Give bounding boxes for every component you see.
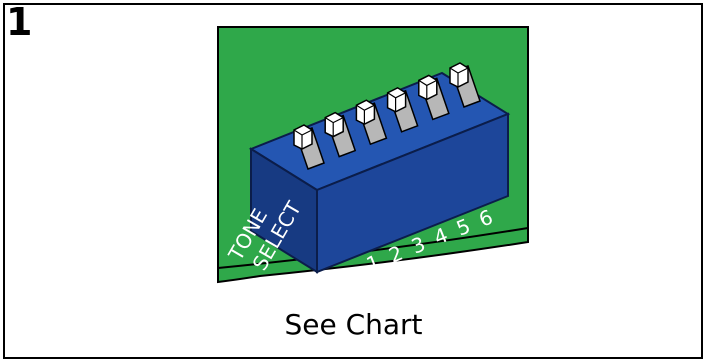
switch-lever-2 (324, 111, 344, 138)
caption-see-chart: See Chart (284, 308, 423, 341)
switch-levers (293, 62, 481, 170)
switch-lever-5 (418, 74, 438, 101)
switch-lever-4 (386, 86, 407, 113)
board-edge-curve (217, 227, 529, 269)
switch-lever-1 (293, 124, 313, 150)
switch-lever-3 (355, 99, 376, 126)
dip-switch-left-face (250, 147, 318, 274)
step-number: 1 (6, 0, 33, 44)
switch-lever-6 (449, 62, 469, 88)
